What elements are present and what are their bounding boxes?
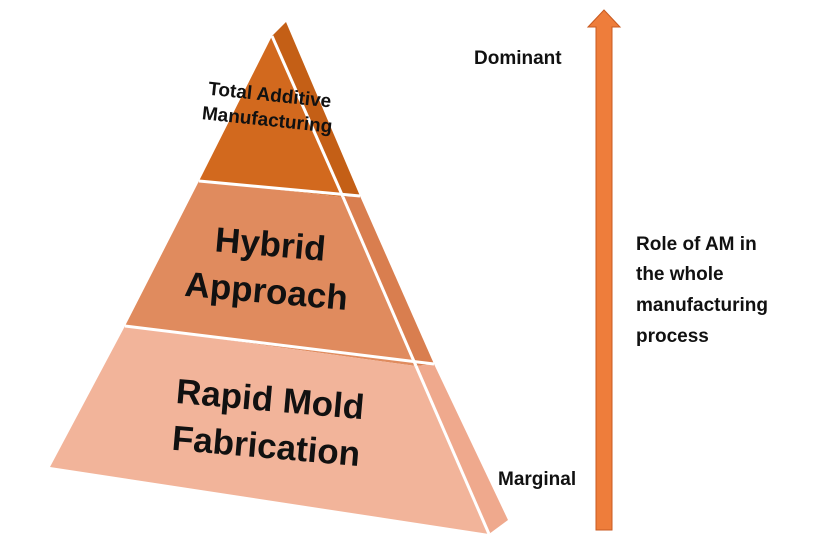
ridge-edge-middle <box>341 196 418 367</box>
scale-top-label: Dominant <box>474 48 562 69</box>
tier-top-face <box>199 36 343 197</box>
tier-top-label: Total Additive Manufacturing <box>201 79 333 138</box>
ridge-edge-top <box>270 35 345 198</box>
am-role-scale-arrow <box>586 9 622 531</box>
scale-description-line-4: process <box>636 326 709 347</box>
separator-middle-bottom <box>124 324 435 366</box>
scale-description-line-3: manufacturing <box>636 295 768 316</box>
tier-separators <box>124 35 491 535</box>
scale-bottom-label: Marginal <box>498 469 576 490</box>
pyramid-front-faces <box>50 36 489 534</box>
pyramid-side-faces <box>272 22 508 534</box>
ridge-edge-bottom <box>414 365 491 535</box>
scale-description-line-2: the whole <box>636 264 724 285</box>
tier-middle-face <box>125 181 416 366</box>
scale-description-line-1: Role of AM in <box>636 234 757 255</box>
tier-middle-side-face <box>343 196 434 366</box>
separator-top-middle <box>198 179 361 198</box>
scale-description: Role of AM in the whole manufacturing pr… <box>636 234 768 347</box>
tier-top-side-face <box>272 22 360 197</box>
tier-bottom-side-face <box>416 364 508 534</box>
tier-middle-label-line-1: Hybrid <box>213 220 327 269</box>
tier-bottom-face <box>50 326 489 534</box>
